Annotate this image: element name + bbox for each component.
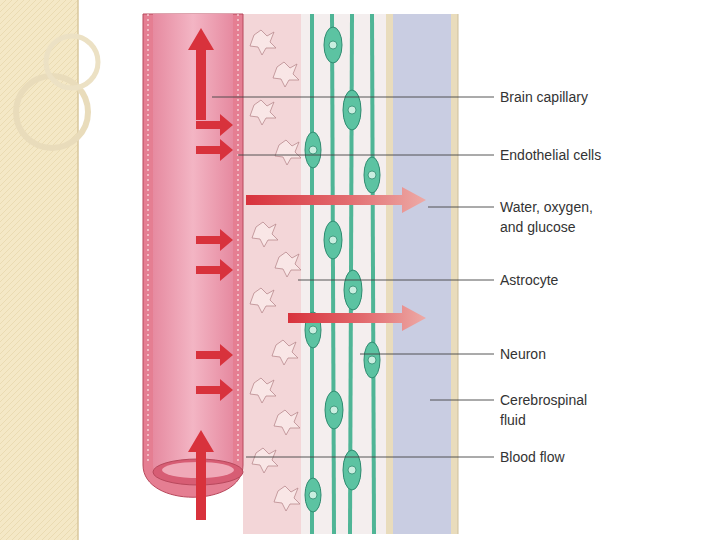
blood-flow-arrow [188,28,214,120]
astrocyte-cell [250,288,276,313]
neuron-body [343,450,361,490]
part-label: Endothelial cells [500,145,640,165]
nucleus [309,491,317,499]
nucleus [348,106,356,114]
endothelial-cells [237,14,238,462]
part-label: Brain capillary [500,87,635,107]
csf-band [393,14,451,534]
nucleus [349,286,357,294]
leader-line [212,97,494,98]
neuron-body [324,221,342,259]
membrane [451,14,458,534]
axon [310,14,314,534]
diffusion-arrow [196,139,233,161]
neuron-nuclei [309,41,376,499]
strip-border [77,0,79,540]
nucleus [329,41,337,49]
leader-line [360,354,494,355]
membrane [386,14,393,534]
astrocyte-cell [250,30,276,55]
astrocyte-cell [252,222,278,247]
astrocyte-cell [250,378,276,403]
astrocyte-cell [275,140,301,165]
astrocyte-cell [274,410,300,435]
neuron-body [364,342,380,378]
leader-line [298,280,494,281]
neuron-body [344,270,362,310]
part-label: Astrocyte [500,270,635,290]
nucleus [330,406,338,414]
transport-arrow [246,187,426,213]
transport-arrow [288,305,426,331]
neuron-body [364,157,380,193]
decor-ring [46,36,98,88]
nucleus [368,171,376,179]
diffusion-arrow [196,259,233,281]
nucleus [309,326,317,334]
astrocyte-cells [250,30,301,511]
diffusion-arrow [196,114,233,136]
part-label: Blood flow [500,447,635,467]
axon [332,14,334,534]
diffusion-arrow [196,229,233,251]
nucleus [368,356,376,364]
nucleus [348,466,356,474]
endothelial-cells [147,14,148,462]
part-label: Water, oxygen, and glucose [500,197,612,237]
capillary-lumen [153,14,233,484]
axon [372,14,374,534]
nucleus [309,146,317,154]
nucleus [329,236,337,244]
astrocyte-cell [273,62,299,87]
diffusion-arrow [196,344,233,366]
neuron-processes [312,14,374,534]
astrocyte-cell [252,448,278,473]
flow-arrows [188,28,233,520]
neuron-body [324,27,342,63]
leader-line [238,155,494,156]
astrocyte-cell [275,252,301,277]
leader-line [430,400,494,401]
leader-lines [212,97,494,457]
part-label: Cerebrospinal fluid [500,390,605,430]
leader-line [246,457,494,458]
astrocyte-layer [243,14,301,534]
membrane-edge [458,14,459,534]
diffusion-arrow [196,379,233,401]
neuron-layer [301,14,386,534]
blood-flow-arrow [188,430,214,520]
neuron-body [325,391,343,429]
capillary-wall [143,14,243,497]
astrocyte-cell [272,340,298,365]
astrocyte-cell [274,486,300,511]
part-label: Neuron [500,344,635,364]
neuron-body [305,132,321,168]
neuron-body [343,90,361,130]
neuron-cells [305,27,380,512]
leader-line [428,207,494,208]
neuron-body [305,478,321,512]
astrocyte-cell [250,100,276,125]
